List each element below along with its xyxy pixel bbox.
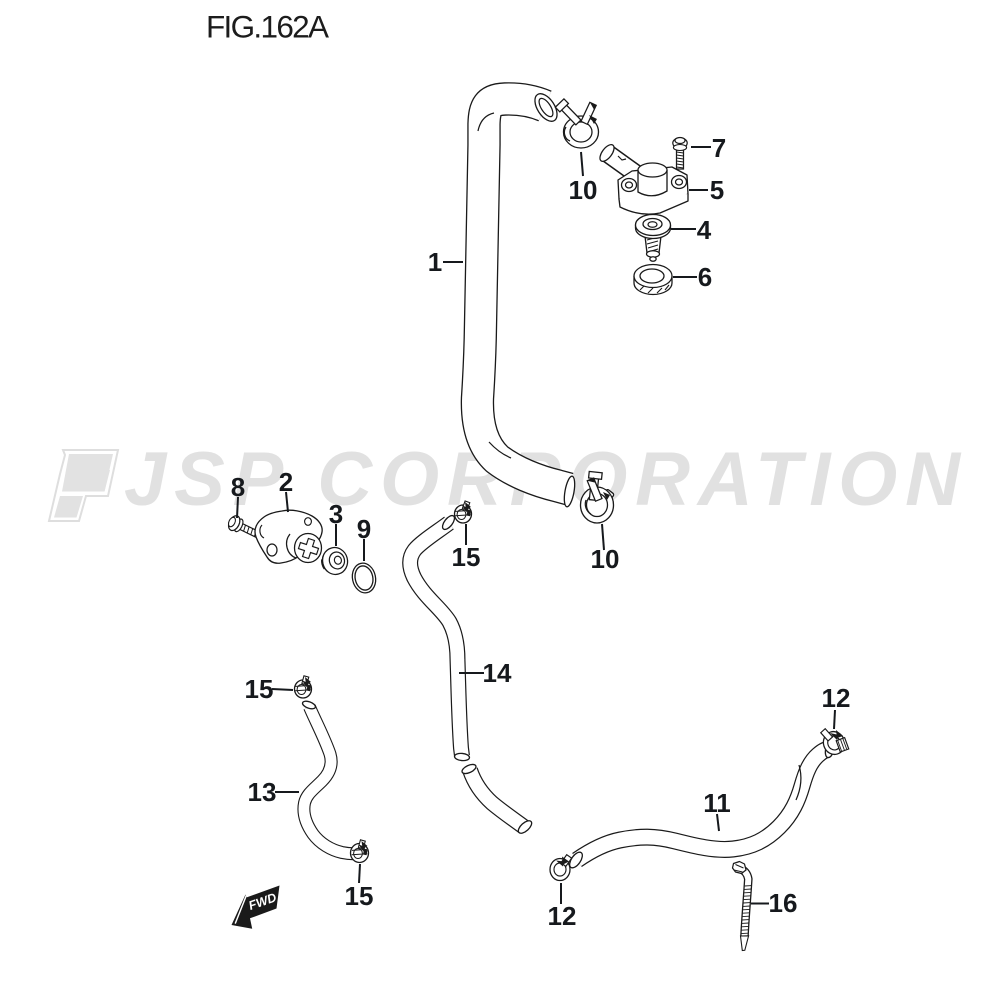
svg-text:2: 2	[279, 467, 293, 497]
svg-text:7: 7	[712, 133, 726, 163]
svg-text:8: 8	[231, 472, 245, 502]
svg-text:5: 5	[710, 175, 724, 205]
svg-text:6: 6	[698, 262, 712, 292]
svg-text:4: 4	[697, 215, 712, 245]
svg-text:3: 3	[329, 499, 343, 529]
svg-text:10: 10	[569, 175, 598, 205]
svg-text:16: 16	[769, 888, 798, 918]
svg-text:11: 11	[703, 788, 731, 818]
svg-text:15: 15	[452, 542, 481, 572]
svg-text:12: 12	[822, 683, 851, 713]
svg-text:12: 12	[548, 901, 577, 931]
svg-text:14: 14	[483, 658, 512, 688]
svg-text:1: 1	[428, 247, 442, 277]
svg-text:10: 10	[591, 544, 620, 574]
svg-text:FIG.162A: FIG.162A	[206, 9, 330, 45]
svg-text:13: 13	[248, 777, 277, 807]
svg-text:9: 9	[357, 514, 371, 544]
svg-text:15: 15	[345, 881, 374, 911]
svg-text:15: 15	[245, 674, 274, 704]
